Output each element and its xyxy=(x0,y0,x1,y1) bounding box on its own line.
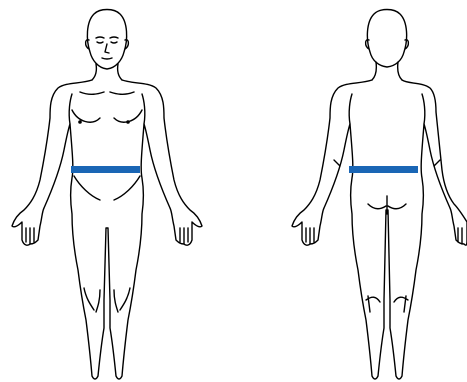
back-head xyxy=(367,10,406,68)
back-right-arm-inner xyxy=(422,94,425,124)
front-body-outline xyxy=(12,80,202,379)
front-hip-crease-right xyxy=(114,176,140,200)
back-right-fingers xyxy=(458,228,462,244)
front-right-eye xyxy=(111,42,117,43)
back-left-knee xyxy=(366,296,380,312)
front-right-nipple xyxy=(126,120,130,124)
front-left-eye xyxy=(97,42,103,43)
front-right-arm-inner xyxy=(142,94,145,124)
back-left-elbow xyxy=(334,160,340,166)
front-clavicles xyxy=(80,92,134,94)
front-hip-crease-left xyxy=(74,176,100,200)
back-waist-band xyxy=(349,166,418,173)
back-right-elbow xyxy=(434,160,440,166)
front-left-knee xyxy=(84,288,100,312)
front-right-eyebrow xyxy=(110,37,118,38)
front-left-nipple xyxy=(78,120,82,124)
back-left-arm-inner xyxy=(349,94,352,124)
back-neck xyxy=(372,62,402,80)
back-right-knee xyxy=(394,296,408,312)
front-chest-left xyxy=(72,110,100,122)
back-body-outline xyxy=(292,80,467,379)
front-mouth xyxy=(102,58,112,59)
front-neck xyxy=(92,64,122,80)
front-figure xyxy=(12,10,202,380)
front-nose xyxy=(105,44,109,53)
front-left-fingers xyxy=(26,228,34,244)
back-left-fingers xyxy=(306,228,314,244)
front-waist-band xyxy=(71,166,140,173)
front-head xyxy=(87,10,126,70)
front-left-arm-inner xyxy=(69,94,72,124)
front-right-knee xyxy=(114,288,130,312)
back-figure xyxy=(292,10,467,380)
front-right-fingers xyxy=(180,228,188,244)
front-left-eyebrow xyxy=(96,37,104,38)
